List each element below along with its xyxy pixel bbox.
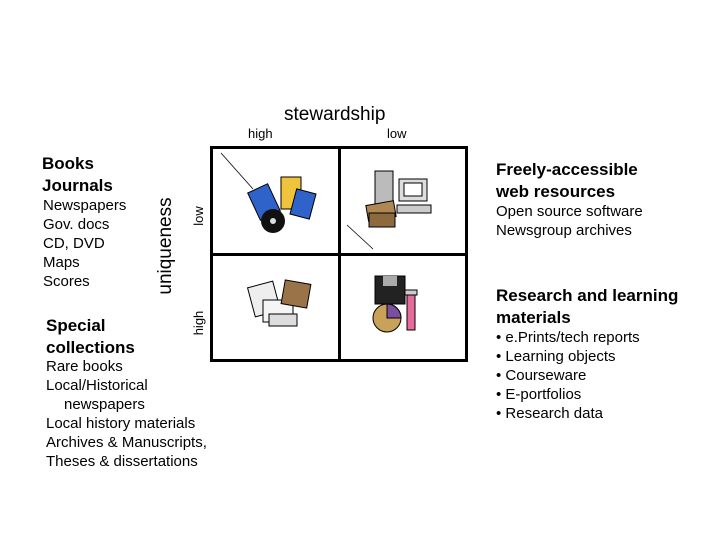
list-item: • Research data [496, 405, 603, 422]
stewardship-high-label: high [248, 126, 273, 141]
uniqueness-high-label: high [191, 310, 206, 336]
list-item: Rare books [46, 358, 123, 375]
stewardship-axis-title: stewardship [284, 104, 386, 125]
heading-line-1: Freely-accessible [496, 160, 638, 179]
heading-line-1: Special [46, 316, 106, 335]
list-item: • Learning objects [496, 348, 616, 365]
list-item: Maps [43, 254, 80, 271]
special-collections-list: Rare books Local/Historical newspapers L… [46, 357, 207, 471]
quadrant-top-left [210, 146, 345, 258]
heading-line-2: collections [46, 338, 135, 357]
quadrant-grid [210, 146, 468, 362]
list-item: • E-portfolios [496, 386, 582, 403]
list-item: Gov. docs [43, 216, 110, 233]
list-item: Newspapers [43, 197, 127, 214]
heading-line-2: web resources [496, 182, 616, 201]
special-collections-heading: Special collections [46, 315, 135, 359]
quadrant-bottom-left [210, 253, 345, 362]
list-item: newspapers [64, 396, 145, 413]
quadrant-bottom-right [338, 253, 468, 362]
research-learning-list: • e.Prints/tech reports • Learning objec… [496, 328, 640, 423]
list-item: Scores [43, 273, 90, 290]
list-item: Local history materials [46, 415, 196, 432]
books-journals-list: Newspapers Gov. docs CD, DVD Maps Scores [43, 196, 126, 291]
heading-line-1: Books [42, 154, 94, 173]
newspapers-books-icon [246, 279, 312, 327]
heading-line-2: materials [496, 308, 571, 327]
list-item: Theses & dissertations [46, 453, 198, 470]
heading-line-1: Research and learning [496, 286, 679, 305]
research-learning-heading: Research and learning materials [496, 285, 678, 329]
floppy-chart-flask-icon [372, 275, 418, 333]
list-item: Local/Historical [46, 377, 148, 394]
uniqueness-axis-title: uniqueness [155, 197, 176, 295]
list-item: CD, DVD [43, 235, 105, 252]
uniqueness-low-label: low [191, 206, 206, 226]
heading-line-2: Journals [42, 176, 113, 195]
books-cd-icon [220, 152, 317, 233]
web-resources-list: Open source software Newsgroup archives [496, 202, 643, 240]
list-item: Open source software [496, 203, 643, 220]
list-item: Archives & Manuscripts, [46, 434, 207, 451]
list-item: • Courseware [496, 367, 587, 384]
list-item: • e.Prints/tech reports [496, 329, 640, 346]
computer-books-icon [346, 170, 432, 250]
list-item: Newsgroup archives [496, 222, 632, 239]
stewardship-low-label: low [387, 126, 407, 141]
quadrant-top-right [338, 146, 468, 258]
web-resources-heading: Freely-accessible web resources [496, 159, 638, 203]
books-journals-heading: Books Journals [42, 153, 113, 197]
